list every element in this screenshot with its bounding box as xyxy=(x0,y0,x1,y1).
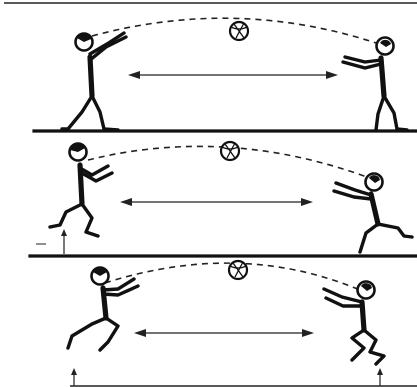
panel-2-footwork-marker xyxy=(36,229,67,254)
panel-1-standing-pass xyxy=(34,18,417,131)
panel-3-right-player-figure xyxy=(324,282,384,365)
panel-3-takeoff-marker-left xyxy=(71,368,77,386)
panel-1-basketball-icon xyxy=(230,22,248,40)
panel-2-running-pass xyxy=(30,142,417,256)
panel-1-distance-arrow xyxy=(128,71,338,79)
panel-2-right-player-figure xyxy=(334,174,412,253)
panel-3-distance-arrow xyxy=(134,329,314,337)
panel-2-basketball-icon xyxy=(221,142,239,160)
panel-3-jumping-pass xyxy=(68,261,417,386)
panel-3-takeoff-marker-right xyxy=(377,368,383,386)
panel-2-distance-arrow xyxy=(120,198,313,206)
panel-1-right-player-figure xyxy=(343,38,407,131)
panel-1-left-player-figure xyxy=(62,33,126,130)
panel-3-left-player-figure xyxy=(68,268,138,351)
panel-3-basketball-icon xyxy=(229,261,247,279)
